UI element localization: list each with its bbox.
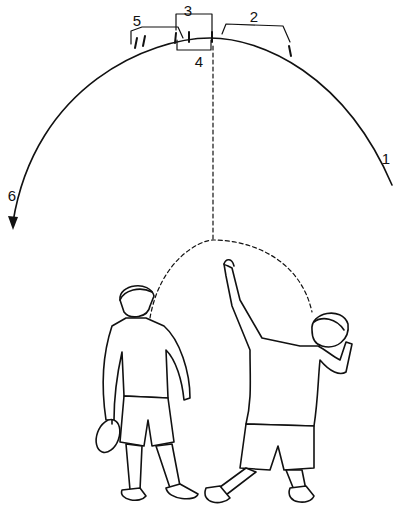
- callout-number: 4: [195, 54, 203, 69]
- trajectory-arc: [13, 38, 392, 222]
- player-right: [205, 260, 352, 503]
- callout-number: 1: [382, 151, 390, 166]
- callout-number: 6: [8, 188, 16, 203]
- dashed-line: [212, 46, 213, 240]
- callout-number: 2: [250, 9, 258, 24]
- phase-brackets: [131, 14, 290, 50]
- arrowhead: [8, 216, 18, 230]
- player-left: [92, 286, 198, 500]
- callout-number: 3: [184, 3, 192, 18]
- callout-number: 5: [133, 13, 141, 28]
